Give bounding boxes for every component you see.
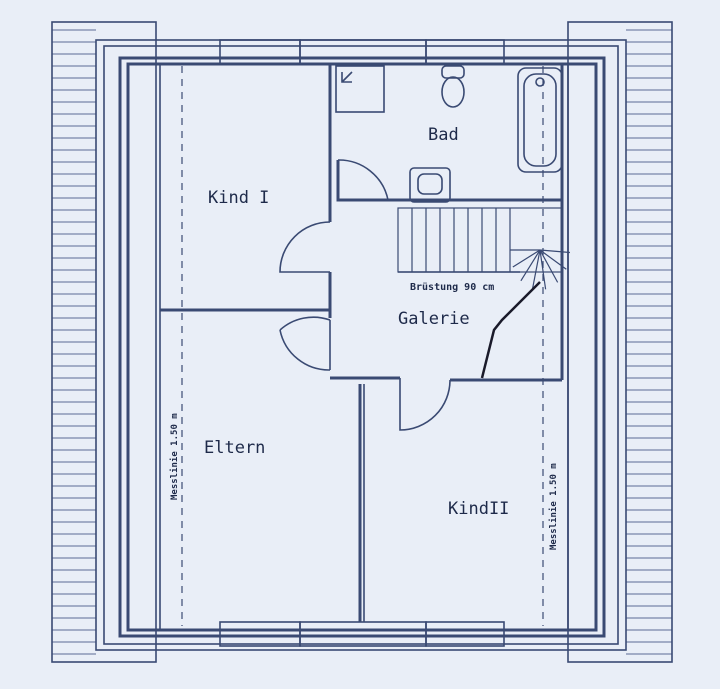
bruestung-label: Brüstung 90 cm (410, 282, 494, 293)
roof-outline (51, 21, 673, 663)
toilet-icon (441, 65, 465, 108)
room-label-galerie: Galerie (398, 309, 470, 329)
bathtub-icon (517, 67, 563, 173)
inner-walls (160, 64, 564, 622)
bathroom-fixtures (335, 65, 563, 203)
room-label-kind-1: Kind I (208, 188, 269, 208)
stair-winder (539, 249, 559, 283)
top-windows (219, 39, 505, 647)
handwritten-mark (480, 281, 541, 379)
room-label-kind-2: KindII (448, 499, 509, 519)
messlinie-left-label: Messlinie 1.50 m (169, 413, 180, 500)
measurement-lines (181, 66, 544, 626)
room-label-bad: Bad (428, 125, 459, 145)
messlinie-right-label: Messlinie 1.50 m (548, 463, 559, 550)
roof-hatching-right (626, 29, 672, 655)
roof-hatching-left (52, 29, 96, 655)
stair-winder (539, 249, 567, 270)
doors (279, 159, 451, 431)
staircase (397, 207, 570, 290)
shower-tray (335, 65, 385, 113)
stair-winder (520, 249, 541, 282)
room-label-eltern: Eltern (204, 438, 265, 458)
sink-icon (409, 167, 451, 203)
stair-winder (512, 249, 541, 268)
stair-winder (539, 249, 570, 254)
stair-winder (531, 249, 541, 289)
stair-winder (539, 249, 547, 290)
outer-walls (118, 56, 606, 638)
